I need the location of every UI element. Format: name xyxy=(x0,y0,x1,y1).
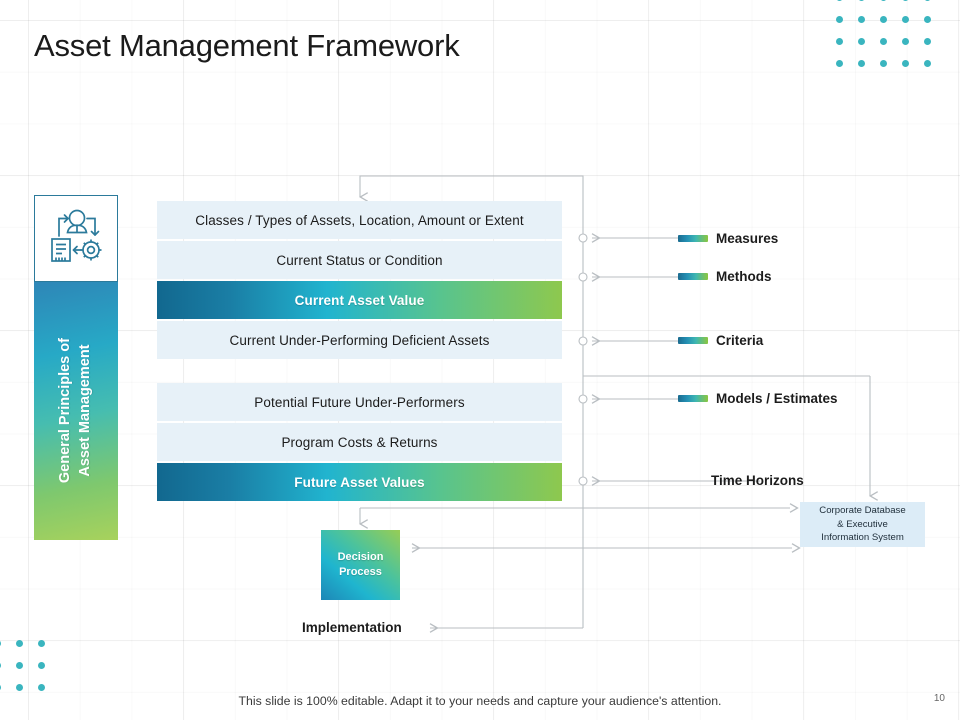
corporate-line3: Information System xyxy=(821,532,904,544)
corporate-line1: Corporate Database xyxy=(819,504,906,516)
banner-icon-box xyxy=(34,195,118,282)
dot xyxy=(836,60,843,67)
legend-item-time-horizons[interactable]: Time Horizons xyxy=(711,473,804,488)
implementation-label: Implementation xyxy=(302,620,402,635)
flow-row-classes-types[interactable]: Classes / Types of Assets, Location, Amo… xyxy=(157,201,562,239)
dot xyxy=(38,662,45,669)
page-number: 10 xyxy=(933,693,945,704)
dot xyxy=(836,0,843,1)
legend-item-models-estimates[interactable]: Models / Estimates xyxy=(678,391,838,406)
corporate-line2: & Executive xyxy=(837,518,888,530)
legend-item-criteria[interactable]: Criteria xyxy=(678,333,763,348)
dot xyxy=(924,38,931,45)
decorative-dot-grid-top-right xyxy=(836,0,946,82)
legend-label: Time Horizons xyxy=(711,473,804,488)
flow-row-current-under-performing[interactable]: Current Under-Performing Deficient Asset… xyxy=(157,321,562,359)
dot xyxy=(880,60,887,67)
banner-label-line1: General Principles of xyxy=(57,338,74,484)
dot xyxy=(16,662,23,669)
dot xyxy=(924,60,931,67)
dot xyxy=(924,0,931,1)
dot xyxy=(0,662,1,669)
dot xyxy=(902,16,909,23)
dot xyxy=(836,38,843,45)
dot xyxy=(38,684,45,691)
person-gear-document-cycle-icon xyxy=(45,206,107,271)
legend-item-measures[interactable]: Measures xyxy=(678,231,778,246)
dot xyxy=(924,16,931,23)
dot xyxy=(902,0,909,1)
decision-process-box[interactable]: Decision Process xyxy=(321,530,400,600)
dot xyxy=(902,38,909,45)
banner-gradient-bar: General Principles of Asset Management xyxy=(34,282,118,540)
banner-label-line2: Asset Management xyxy=(77,344,93,478)
legend-label: Criteria xyxy=(716,333,764,348)
legend-dash-icon xyxy=(678,273,708,280)
dot xyxy=(0,640,1,647)
legend-label: Models / Estimates xyxy=(716,391,838,406)
dot xyxy=(16,684,23,691)
flow-row-potential-future-under-performers[interactable]: Potential Future Under-Performers xyxy=(157,383,562,421)
dot xyxy=(880,16,887,23)
legend-dash-icon xyxy=(678,235,708,242)
footer-note: This slide is 100% editable. Adapt it to… xyxy=(238,694,722,708)
page-title: Asset Management Framework xyxy=(34,28,460,63)
flow-row-current-asset-value[interactable]: Current Asset Value xyxy=(157,281,562,319)
legend-dash-icon xyxy=(678,395,708,402)
dot xyxy=(858,16,865,23)
dot xyxy=(880,38,887,45)
dot xyxy=(902,60,909,67)
legend-item-methods[interactable]: Methods xyxy=(678,269,772,284)
legend-label: Methods xyxy=(716,269,772,284)
dot xyxy=(858,60,865,67)
dot xyxy=(38,640,45,647)
decorative-dot-grid-bottom-left xyxy=(0,640,60,706)
corporate-database-box[interactable]: Corporate Database & Executive Informati… xyxy=(800,502,925,547)
legend-label: Measures xyxy=(716,231,779,246)
dot xyxy=(836,16,843,23)
dot xyxy=(880,0,887,1)
flow-row-program-costs-returns[interactable]: Program Costs & Returns xyxy=(157,423,562,461)
dot xyxy=(0,684,1,691)
flow-row-future-asset-values[interactable]: Future Asset Values xyxy=(157,463,562,501)
legend-dash-icon xyxy=(678,337,708,344)
dot xyxy=(16,640,23,647)
decision-process-line1: Decision xyxy=(337,550,384,563)
decision-process-line2: Process xyxy=(339,566,382,578)
general-principles-banner: General Principles of Asset Management xyxy=(34,195,118,540)
dot xyxy=(858,38,865,45)
banner-label: General Principles of Asset Management xyxy=(56,338,95,483)
dot xyxy=(858,0,865,1)
flow-row-current-status[interactable]: Current Status or Condition xyxy=(157,241,562,279)
